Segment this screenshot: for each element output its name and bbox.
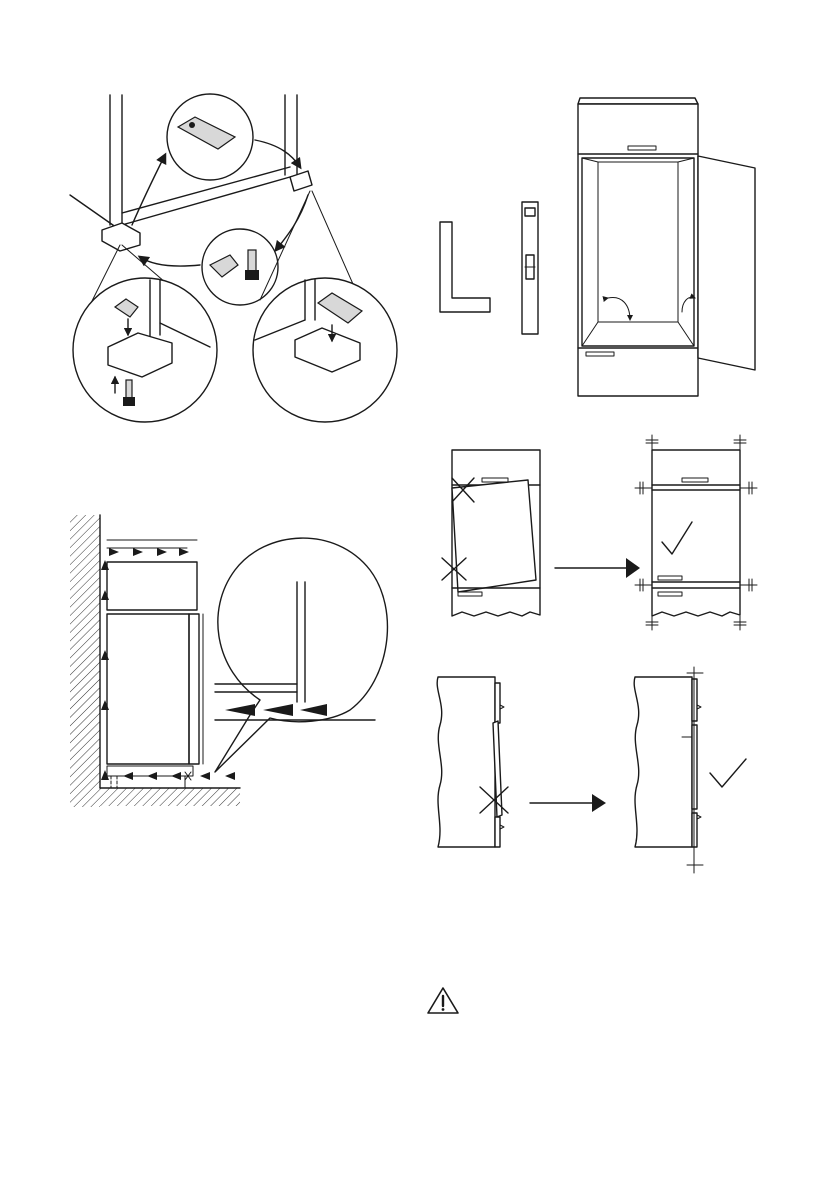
- cross-mark-icon: [480, 787, 508, 813]
- fig-door-alignment-front: [430, 430, 770, 635]
- wall-hatching: [70, 515, 100, 807]
- side-right: [634, 667, 703, 873]
- right-arrow-icon: [555, 558, 640, 578]
- square-tool-icon: [440, 222, 490, 312]
- fig-feet-adjust: [60, 85, 410, 430]
- check-mark-icon: [710, 759, 746, 787]
- fig-door-alignment-side: [430, 665, 770, 875]
- spirit-level-icon: [522, 202, 538, 334]
- detail-bubble: [215, 538, 387, 772]
- fig-ventilation: [65, 510, 395, 810]
- side-wrong: [437, 677, 504, 847]
- cabinet-outline: [578, 98, 755, 396]
- fig-cabinet-check: [430, 90, 770, 405]
- gap-markers: [635, 435, 757, 630]
- right-arrow-icon: [530, 794, 606, 812]
- warning-triangle-icon: [425, 985, 461, 1017]
- check-mark-icon: [662, 522, 692, 554]
- cabinet-right: [652, 450, 740, 616]
- cabinet-wrong: [452, 450, 540, 616]
- spacer-block-icon: [102, 171, 312, 251]
